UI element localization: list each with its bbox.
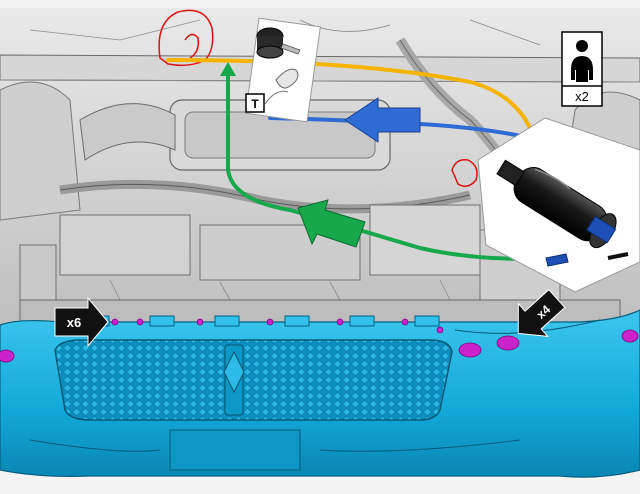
fastener-marker — [458, 342, 482, 358]
fastener-markers — [0, 149, 639, 363]
fastener-marker — [0, 349, 15, 363]
red-callout-detail — [184, 33, 200, 59]
person-icon — [571, 40, 593, 82]
tool-tag: T — [245, 93, 265, 113]
right-multiplier-arrow: x4 — [517, 288, 566, 338]
technicians-badge: x2 — [561, 31, 603, 107]
trim-tool-icon — [256, 27, 301, 105]
green-direction-arrow — [297, 199, 366, 248]
cylindrical-component-icon — [496, 159, 617, 249]
tool-inset: T — [245, 17, 321, 123]
fastener-marker — [436, 326, 444, 334]
fastener-marker — [111, 318, 119, 326]
fastener-marker — [401, 318, 409, 326]
component-inset — [477, 117, 640, 293]
left-multiplier-arrow: x6 — [54, 296, 109, 348]
fastener-marker — [336, 318, 344, 326]
grille — [54, 339, 453, 421]
direction-arrows — [220, 62, 421, 248]
emblem — [223, 344, 245, 416]
tool-tag-label: T — [251, 97, 259, 111]
fastener-marker — [621, 329, 639, 343]
green-arrow-head — [220, 62, 236, 76]
red-callout-top — [158, 9, 214, 67]
red-callout-right — [451, 158, 478, 187]
fastener-marker — [266, 318, 274, 326]
fastener-marker — [496, 335, 520, 351]
blue-direction-arrow — [344, 97, 421, 143]
fastener-marker — [196, 318, 204, 326]
route-green — [226, 68, 562, 261]
left-multiplier-label: x6 — [67, 315, 81, 330]
technicians-count: x2 — [575, 89, 589, 104]
fastener-marker — [136, 318, 144, 326]
